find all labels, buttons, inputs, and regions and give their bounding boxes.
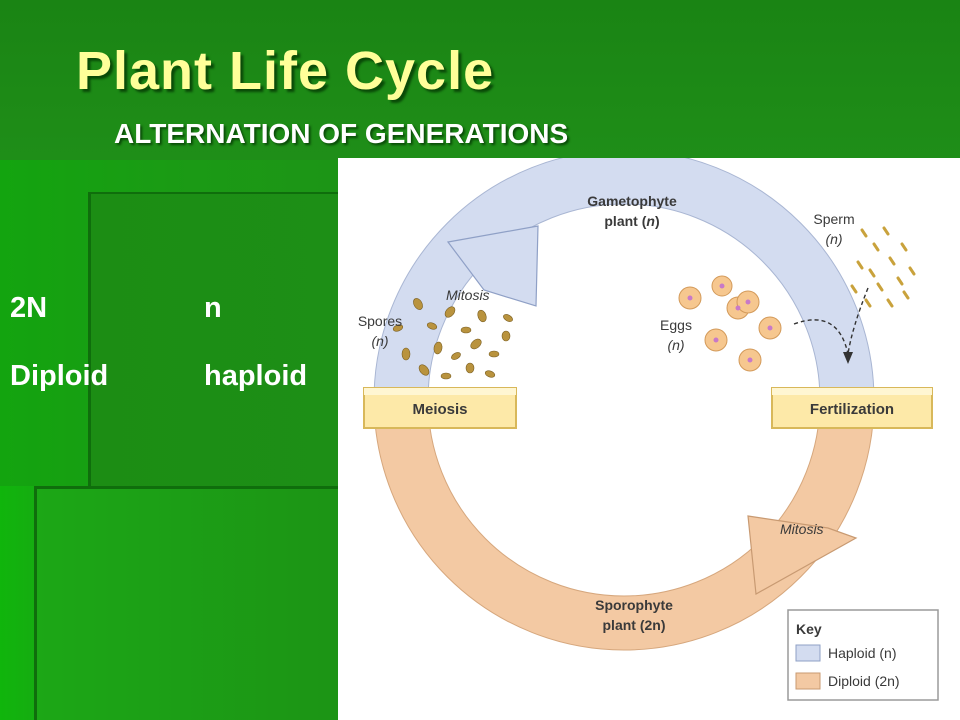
egg-nuclei [687,283,773,363]
label-diploid: Diploid [10,360,109,392]
slide-title: Plant Life Cycle [76,41,495,101]
key-title: Key [796,621,822,637]
fertilization-arrowhead [843,352,853,364]
sporophyte-label-line2: plant (2n) [603,617,666,633]
meiosis-label: Meiosis [412,401,467,418]
gametophyte-label-line1: Gametophyte [587,193,677,209]
spores-cluster [392,298,513,380]
life-cycle-diagram: Gametophyte plant (n) Sperm (n) Mitosis … [338,158,960,720]
eggs-n-label: (n) [667,337,684,353]
sperm-cluster [850,226,916,308]
sporophyte-label-line1: Sporophyte [595,597,673,613]
fertilization-label: Fertilization [810,401,894,418]
sperm-path [847,287,869,355]
sperm-n-label: (n) [825,231,842,247]
key-diploid-swatch [795,672,821,690]
header-band [0,0,960,160]
label-n: n [204,292,222,324]
gametophyte-paren-text: ) [655,213,660,229]
key-haploid-label: Haploid (n) [828,645,896,661]
gametophyte-plant-text: plant ( [604,213,646,229]
decorative-panel-upper [88,192,341,490]
fertilization-path [793,319,849,355]
mitosis-arrowhead-bottom [747,515,858,595]
spores-n-label: (n) [371,333,388,349]
mitosis-top-label: Mitosis [446,287,490,303]
gametophyte-label-line2: plant (n) [604,213,659,229]
eggs-label: Eggs [660,317,692,333]
meiosis-box-highlight [364,388,516,395]
label-haploid: haploid [204,360,308,392]
mitosis-arrowhead-top [446,225,539,307]
mitosis-bottom-label: Mitosis [780,521,824,537]
life-cycle-svg: Gametophyte plant (n) Sperm (n) Mitosis … [358,158,939,701]
eggs-cluster [678,275,782,372]
slide-subtitle: ALTERNATION OF GENERATIONS [114,118,569,149]
decorative-panel-lower [34,486,341,720]
decorative-strip-left [0,486,34,720]
key-diploid-label: Diploid (2n) [828,673,900,689]
sperm-label: Sperm [813,211,854,227]
label-2n: 2N [10,292,48,324]
spores-label: Spores [358,313,402,329]
key-haploid-swatch [795,644,821,662]
fertilization-box-highlight [772,388,932,395]
gametophyte-n-text: n [646,213,655,229]
